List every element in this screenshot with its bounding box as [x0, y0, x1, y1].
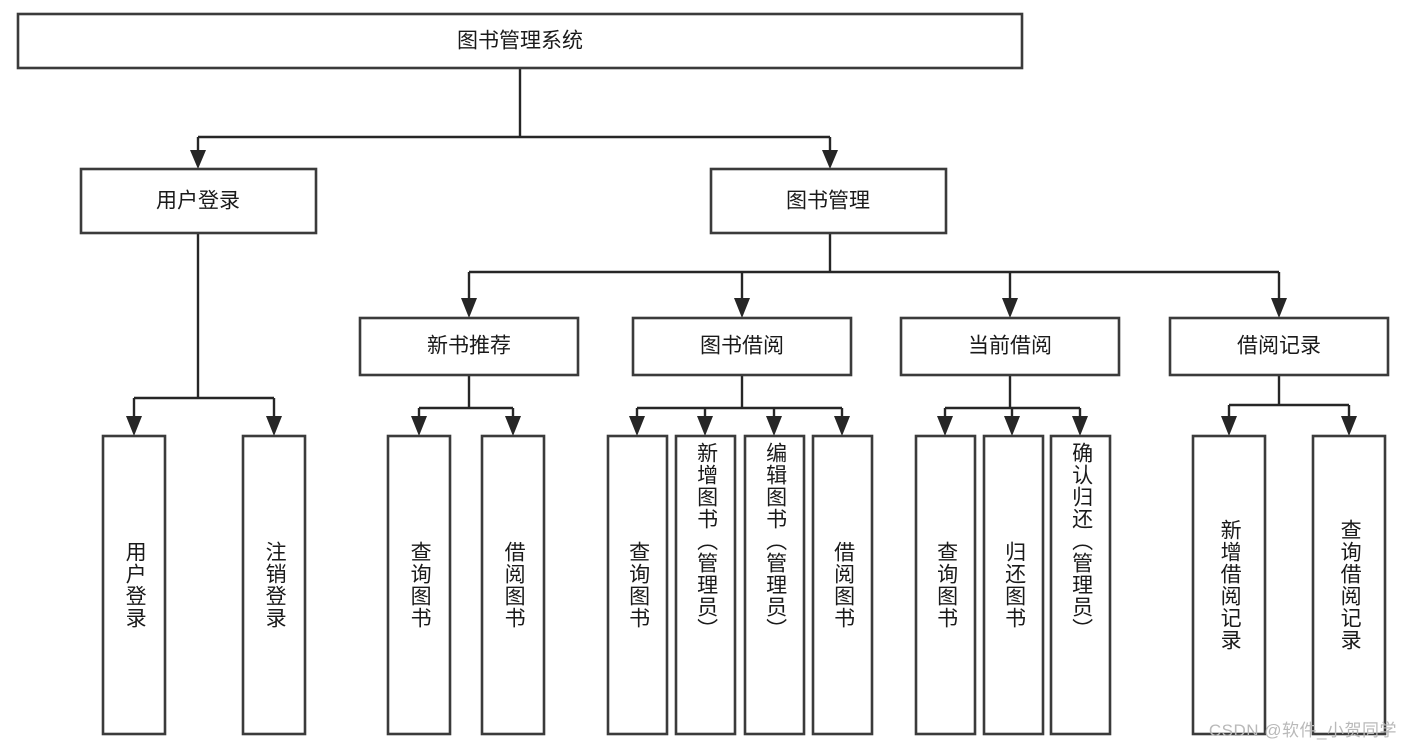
arrow-head-book-borrow-leaf-4 — [834, 416, 850, 436]
node-book-borrow[interactable]: 图书借阅 — [631, 316, 853, 377]
node-current-borrow-box[interactable] — [899, 316, 1121, 377]
arrow-head-borrow-records-leaf-2 — [1341, 416, 1357, 436]
arrow-head-book-borrow-leaf-3 — [766, 416, 782, 436]
node-book-manage[interactable]: 图书管理 — [709, 167, 948, 235]
leaf-box-new-book-2[interactable] — [480, 434, 546, 736]
leaf-box-user-login-2[interactable] — [241, 434, 307, 736]
arrow-head-new-book-recommend — [461, 298, 477, 318]
leaf-box-current-borrow-2[interactable] — [982, 434, 1045, 736]
arrow-head-borrow-records — [1271, 298, 1287, 318]
node-user-login[interactable]: 用户登录 — [79, 167, 318, 235]
node-current-borrow[interactable]: 当前借阅 — [899, 316, 1121, 377]
leaf-box-book-borrow-1[interactable] — [606, 434, 669, 736]
node-borrow-records-box[interactable] — [1168, 316, 1390, 377]
arrow-head-current-borrow-leaf-2 — [1004, 416, 1020, 436]
leaf-boxes-book-borrow — [606, 434, 874, 736]
connector-group-borrow-records — [1221, 375, 1357, 436]
node-root[interactable]: 图书管理系统 — [16, 12, 1024, 70]
node-book-manage-box[interactable] — [709, 167, 948, 235]
leaf-boxes-current-borrow — [914, 434, 1112, 736]
node-new-book-recommend-label: 新书推荐 — [427, 335, 511, 358]
node-book-manage-label: 图书管理 — [786, 190, 870, 213]
connector-group-root — [190, 68, 838, 169]
leaf-box-user-login-1[interactable] — [101, 434, 167, 736]
arrow-head-book-borrow-leaf-2 — [697, 416, 713, 436]
node-new-book-recommend-box[interactable] — [358, 316, 580, 377]
arrow-head-current-borrow — [1002, 298, 1018, 318]
leaf-box-borrow-records-1[interactable] — [1191, 434, 1267, 736]
arrow-head-new-book-leaf-1 — [411, 416, 427, 436]
arrow-head-book-manage — [822, 150, 838, 169]
connector-group-current-borrow — [937, 375, 1088, 436]
node-user-login-label: 用户登录 — [156, 190, 240, 213]
leaf-boxes-new-book-recommend — [386, 434, 546, 736]
connector-group-user-login — [126, 233, 282, 436]
connector-group-new-book-recommend — [411, 375, 521, 436]
watermark-text: CSDN @软件_小贺同学 — [1208, 721, 1397, 740]
node-borrow-records[interactable]: 借阅记录 — [1168, 316, 1390, 377]
leaf-box-book-borrow-3[interactable] — [743, 434, 806, 736]
arrow-head-current-borrow-leaf-3 — [1072, 416, 1088, 436]
node-current-borrow-label: 当前借阅 — [968, 335, 1052, 358]
node-book-borrow-box[interactable] — [631, 316, 853, 377]
connector-group-book-manage — [461, 233, 1287, 318]
arrow-head-borrow-records-leaf-1 — [1221, 416, 1237, 436]
node-root-label: 图书管理系统 — [457, 30, 583, 53]
node-book-borrow-label: 图书借阅 — [700, 335, 784, 358]
leaf-box-book-borrow-4[interactable] — [811, 434, 874, 736]
arrow-head-user-login-leaf-2 — [266, 416, 282, 436]
leaf-box-borrow-records-2[interactable] — [1311, 434, 1387, 736]
arrow-head-new-book-leaf-2 — [505, 416, 521, 436]
arrow-head-book-borrow-leaf-1 — [629, 416, 645, 436]
arrow-head-user-login-leaf-1 — [126, 416, 142, 436]
leaf-box-current-borrow-3[interactable] — [1049, 434, 1112, 736]
leaf-boxes-borrow-records — [1191, 434, 1387, 736]
leaf-boxes-user-login — [101, 434, 307, 736]
leaf-box-current-borrow-1[interactable] — [914, 434, 977, 736]
node-new-book-recommend[interactable]: 新书推荐 — [358, 316, 580, 377]
node-root-box[interactable] — [16, 12, 1024, 70]
connector-group-book-borrow — [629, 375, 850, 436]
arrow-head-user-login — [190, 150, 206, 169]
leaf-box-book-borrow-2[interactable] — [674, 434, 737, 736]
leaf-box-new-book-1[interactable] — [386, 434, 452, 736]
node-borrow-records-label: 借阅记录 — [1237, 335, 1321, 358]
arrow-head-current-borrow-leaf-1 — [937, 416, 953, 436]
arrow-head-book-borrow — [734, 298, 750, 318]
node-user-login-box[interactable] — [79, 167, 318, 235]
